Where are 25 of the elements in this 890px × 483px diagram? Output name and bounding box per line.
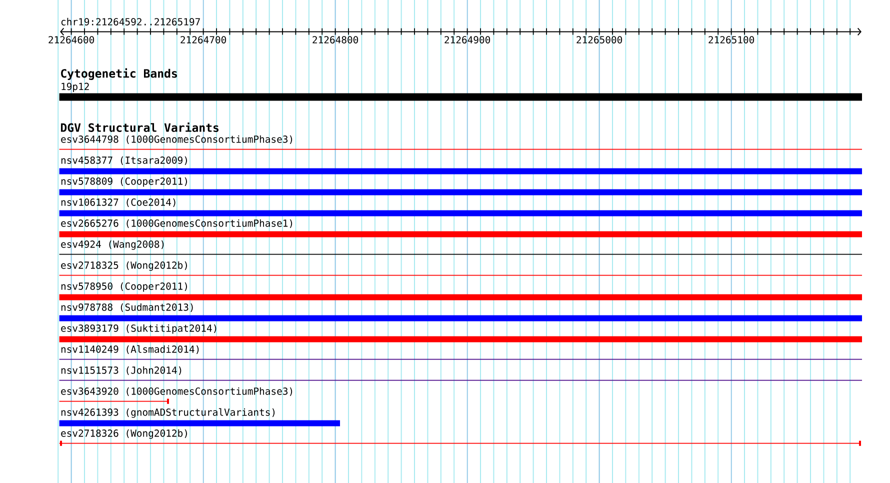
feature-label: nsv458377 (Itsara2009) [61,156,187,165]
feature-label: 19p12 [62,82,89,92]
tick-label: 21265100 [708,36,754,44]
feature-label: esv2665276 (1000GenomesConsortiumPhase1) [61,219,292,228]
feature-label: esv3643920 (1000GenomesConsortiumPhase3) [61,387,292,396]
track-heading: DGV Structural Variants [60,122,218,132]
feature-label: esv2718326 (Wong2012b) [61,429,187,439]
feature-label: nsv578950 (Cooper2011) [61,282,187,292]
feature-label: esv3644798 (1000GenomesConsortiumPhase3) [61,135,292,144]
tick-label: 21265000 [576,36,622,44]
tick-label: 21264600 [48,36,94,44]
feature-label: esv2718325 (Wong2012b) [61,261,187,271]
feature-label: nsv1140249 (Alsmadi2014) [61,345,199,354]
feature-label: nsv578809 (Cooper2011) [61,177,187,187]
feature-label: nsv978788 (Sudmant2013) [61,303,193,312]
location-label: chr19:21264592..21265197 [61,18,200,26]
tick-label: 21264700 [180,36,226,44]
feature-label: esv3893179 (Suktitipat2014) [61,324,216,334]
tick-label: 21264800 [312,36,358,44]
track-heading: Cytogenetic Bands [61,68,177,80]
tick-label: 21264900 [444,36,490,44]
feature-label: nsv4261393 (gnomADStructuralVariants) [61,408,275,418]
feature-label: nsv1151573 (John2014) [61,366,182,375]
feature-label: nsv1061327 (Coe2014) [61,198,176,207]
feature-label: esv4924 (Wang2008) [61,240,164,250]
